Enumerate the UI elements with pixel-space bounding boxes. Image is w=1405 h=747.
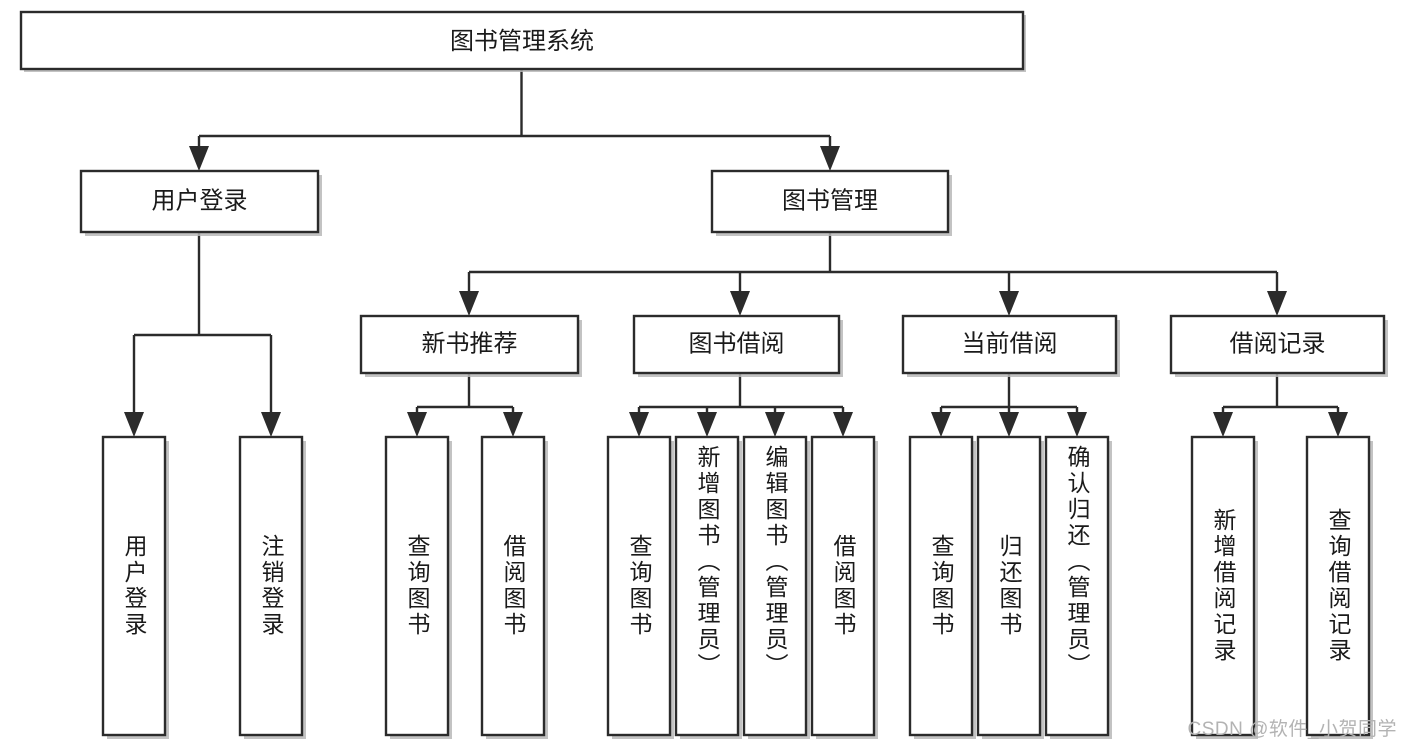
connector-layer (124, 68, 1348, 437)
arrow-current-l1 (931, 412, 951, 437)
arrow-bookmgmt-c2 (730, 291, 750, 316)
arrow-bookmgmt-c4 (1267, 291, 1287, 316)
arrow-bookmgmt-c1 (459, 291, 479, 316)
node-leaf-logout[interactable] (238, 435, 304, 737)
node-root-label: 图书管理系统 (450, 28, 594, 55)
node-borrow-record-label: 借阅记录 (1230, 330, 1326, 357)
node-current-borrow-box[interactable] (901, 314, 1118, 375)
node-leaf-return-book[interactable] (976, 435, 1042, 737)
node-new-book-recommend-box[interactable] (359, 314, 580, 375)
arrow-newbook-l2 (503, 412, 523, 437)
arrow-root-to-bookmgmt (820, 146, 840, 171)
arrow-newbook-l1 (407, 412, 427, 437)
node-leaf-add-record[interactable] (1190, 435, 1256, 737)
arrow-borrow-l4 (833, 412, 853, 437)
csdn-watermark: CSDN @软件_小贺同学 (1187, 719, 1397, 740)
node-leaf-query-book-new[interactable] (384, 435, 450, 737)
node-root-box[interactable] (19, 10, 1025, 71)
arrow-current-l2 (999, 412, 1019, 437)
arrow-current-l3 (1067, 412, 1087, 437)
node-book-mgmt-label: 图书管理 (782, 187, 878, 214)
node-user-login-box[interactable] (79, 169, 320, 234)
arrow-user-leaf2 (261, 412, 281, 437)
arrow-bookmgmt-c3 (999, 291, 1019, 316)
arrow-user-leaf1 (124, 412, 144, 437)
arrow-root-to-user (189, 146, 209, 171)
node-book-borrow-label: 图书借阅 (689, 330, 785, 357)
node-leaf-query-book-current[interactable] (908, 435, 974, 737)
arrow-record-l1 (1213, 412, 1233, 437)
node-new-book-recommend-label: 新书推荐 (422, 330, 518, 357)
node-leaf-query-book-borrow[interactable] (606, 435, 672, 737)
arrow-borrow-l2 (697, 412, 717, 437)
node-layer: 图书管理系统 用户登录 图书管理 新书推荐 图书借阅 当前借阅 借阅记录 (19, 10, 1388, 739)
node-leaf-borrow-book-new[interactable] (480, 435, 546, 737)
node-user-login-label: 用户登录 (152, 187, 248, 214)
node-borrow-record-box[interactable] (1169, 314, 1386, 375)
node-leaf-confirm-return-admin[interactable] (1044, 435, 1110, 737)
node-leaf-borrow-book[interactable] (810, 435, 876, 737)
node-leaf-edit-book-admin[interactable] (742, 435, 808, 737)
arrow-borrow-l3 (765, 412, 785, 437)
arrow-borrow-l1 (629, 412, 649, 437)
node-book-borrow-box[interactable] (632, 314, 841, 375)
arrow-record-l2 (1328, 412, 1348, 437)
node-leaf-add-book-admin[interactable] (674, 435, 740, 737)
node-leaf-user-login[interactable] (101, 435, 167, 737)
node-leaf-query-record[interactable] (1305, 435, 1371, 737)
node-book-mgmt-box[interactable] (710, 169, 950, 234)
node-current-borrow-label: 当前借阅 (962, 330, 1058, 357)
